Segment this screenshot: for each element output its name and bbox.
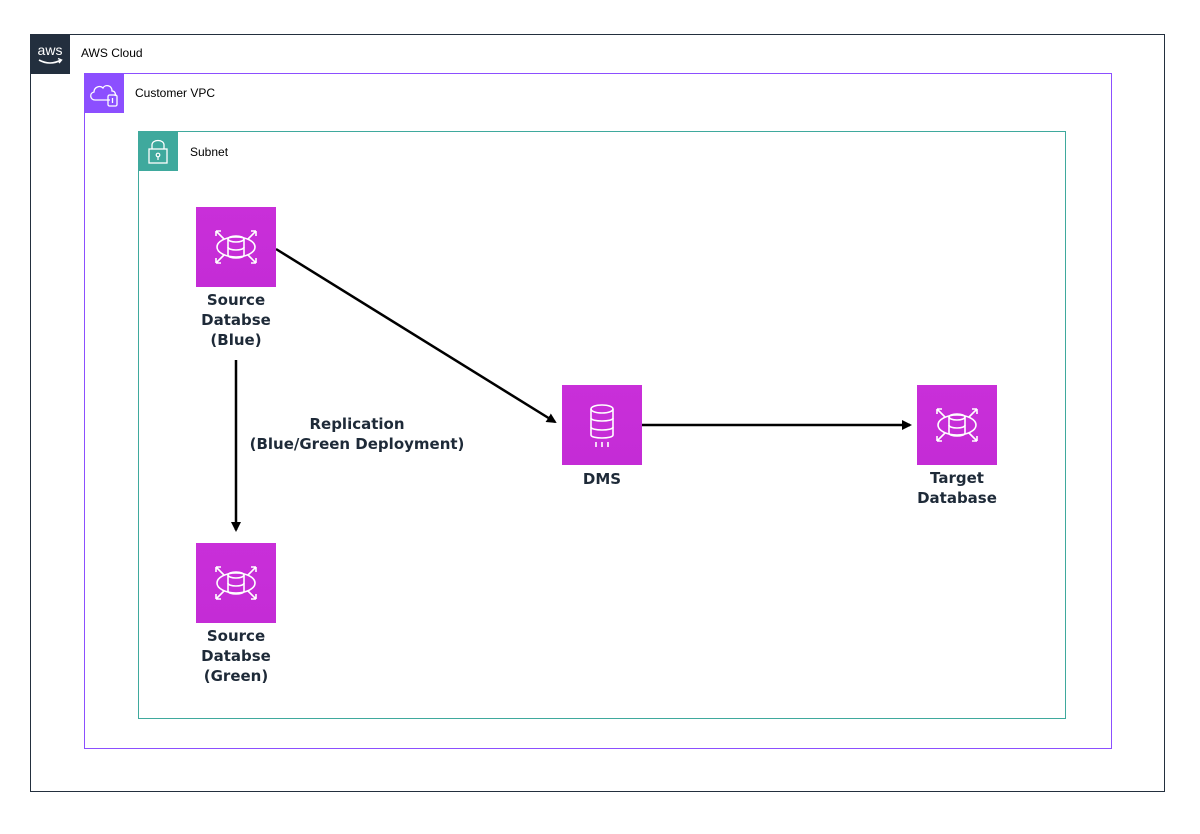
dms-node xyxy=(562,385,642,465)
source-database-blue-node xyxy=(196,207,276,287)
customer-vpc-group xyxy=(84,73,1112,749)
rds-database-icon xyxy=(215,566,257,600)
source-database-green-node xyxy=(196,543,276,623)
vpc-cloud-icon xyxy=(84,73,124,113)
rds-database-icon xyxy=(936,408,978,442)
source-database-blue-label: Source Databse (Blue) xyxy=(201,291,271,349)
aws-cloud-label: AWS Cloud xyxy=(81,46,143,60)
dms-label: DMS xyxy=(582,470,622,488)
target-database-label: Target Database xyxy=(917,469,997,507)
subnet-lock-icon xyxy=(138,131,178,171)
aws-logo-text: aws xyxy=(38,42,63,58)
rds-database-icon xyxy=(215,230,257,264)
subnet-label: Subnet xyxy=(190,145,229,159)
source-database-green-label: Source Databse (Green) xyxy=(201,627,271,685)
subnet-group xyxy=(138,131,1066,719)
replication-edge-label: Replication (Blue/Green Deployment) xyxy=(249,415,465,453)
aws-cloud-group xyxy=(30,34,1165,792)
customer-vpc-label: Customer VPC xyxy=(135,86,216,100)
aws-logo-icon: aws xyxy=(30,34,70,74)
target-database-node xyxy=(917,385,997,465)
dms-database-icon xyxy=(590,404,614,447)
